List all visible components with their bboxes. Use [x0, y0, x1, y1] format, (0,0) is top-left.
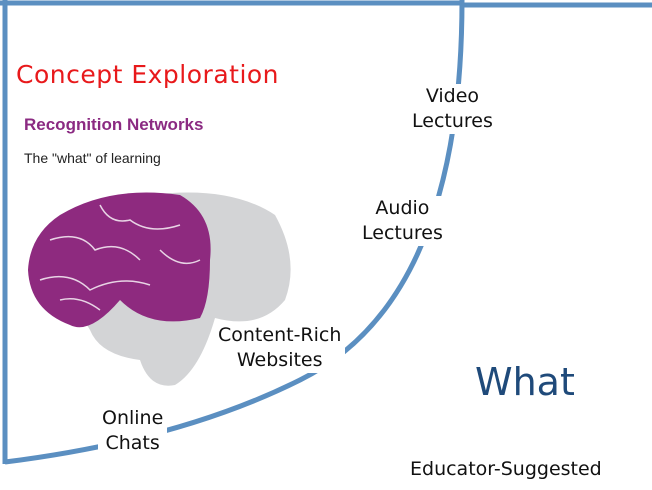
footer-label: Educator-Suggested: [410, 458, 602, 480]
quadrant-label: What: [475, 360, 575, 404]
resource-line: Video: [425, 85, 480, 107]
diagram-title: Concept Exploration: [16, 60, 280, 89]
resource-line: Online: [102, 407, 164, 429]
resource-audio-lectures: Audio Lectures: [358, 196, 447, 246]
resource-line: Chats: [105, 432, 160, 454]
brain-illustration: [28, 192, 291, 386]
resource-line: Lectures: [412, 110, 493, 132]
resource-line: Lectures: [362, 222, 443, 244]
resource-video-lectures: Video Lectures: [408, 84, 497, 134]
resource-line: Content-Rich: [218, 324, 342, 346]
network-subtitle: The "what" of learning: [24, 150, 161, 166]
brain-purple-region: [28, 192, 211, 328]
resource-online-chats: Online Chats: [98, 406, 168, 456]
resource-line: Websites: [236, 349, 323, 371]
resource-line: Audio: [375, 197, 430, 219]
resource-content-rich-websites: Content-Rich Websites: [214, 323, 346, 373]
network-heading: Recognition Networks: [24, 115, 204, 134]
brain-folds: [39, 204, 201, 311]
